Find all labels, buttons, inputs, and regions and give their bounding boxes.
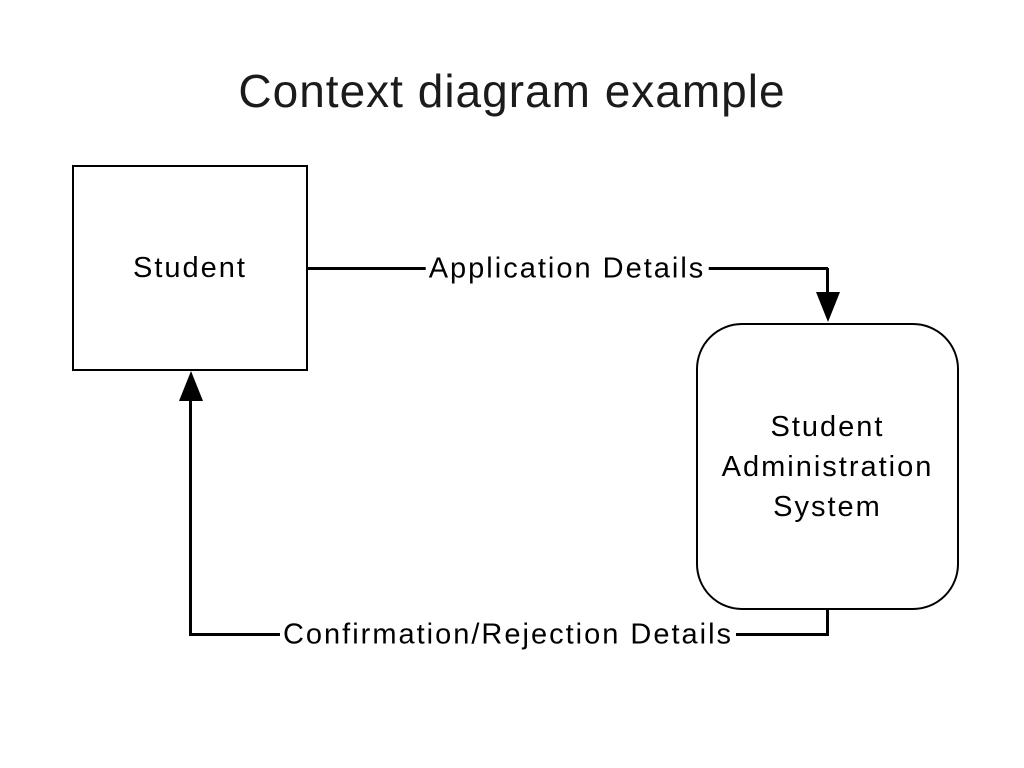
arrowhead-down-icon [816,292,840,322]
arrowhead-up-icon [179,371,203,401]
student-entity-label: Student [133,251,247,284]
system-process-box: Student Administration System [696,323,959,610]
application-details-label: Application Details [425,252,709,286]
confirmation-rejection-label: Confirmation/Rejection Details [279,618,737,652]
slide-title: Context diagram example [238,65,786,117]
student-entity-box: Student [72,165,308,371]
confirmation-rejection-flow-line-vertical-left [189,398,192,636]
confirmation-rejection-flow-line-vertical-right [826,608,829,636]
application-details-flow-line-vertical [826,268,829,296]
system-process-label: Student Administration System [721,410,934,523]
